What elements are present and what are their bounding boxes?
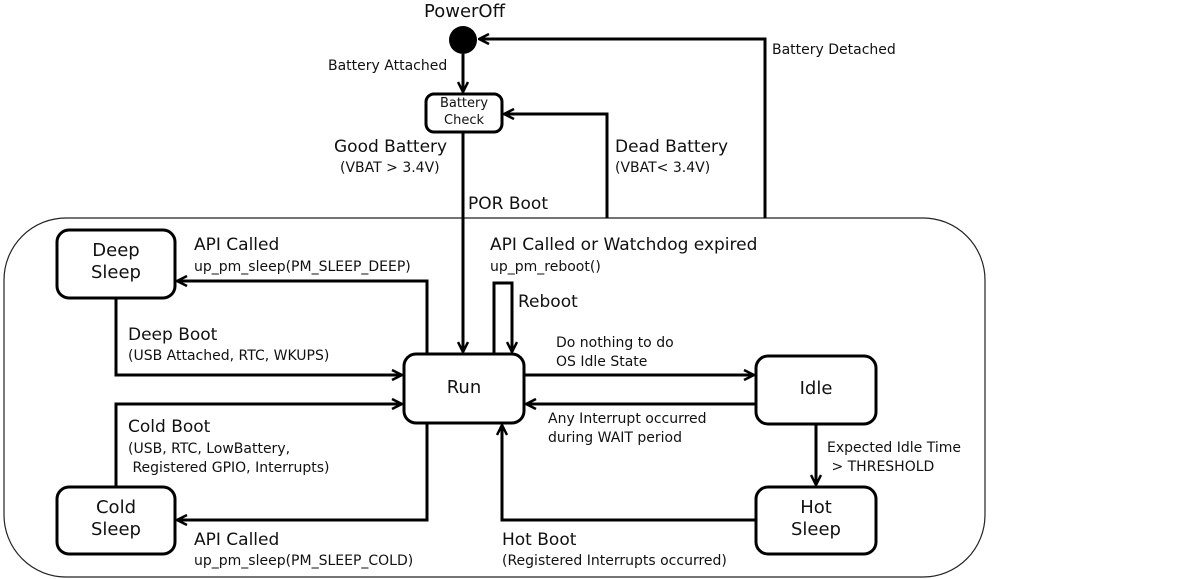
deep-boot-condition: (USB Attached, RTC, WKUPS) [128, 348, 330, 364]
deep-api-label: API Called [194, 235, 280, 255]
cold-api-call: up_pm_sleep(PM_SLEEP_COLD) [194, 553, 414, 569]
reboot-trigger-label: API Called or Watchdog expired [490, 235, 758, 255]
edge-deep-boot [114, 299, 402, 375]
deep-api-call: up_pm_sleep(PM_SLEEP_DEEP) [194, 259, 411, 275]
to-idle-label: Do nothing to do OS Idle State [556, 335, 674, 370]
good-battery-condition: (VBAT > 3.4V) [340, 160, 440, 176]
battery-detached-label: Battery Detached [772, 42, 896, 58]
good-battery-label: Good Battery [334, 137, 448, 157]
run-label: Run [446, 377, 482, 398]
dead-battery-condition: (VBAT< 3.4V) [615, 160, 711, 176]
powered-region [3, 217, 986, 578]
battery-attached-label: Battery Attached [328, 58, 448, 74]
hot-boot-label: Hot Boot [502, 530, 577, 550]
poweroff-node [449, 26, 477, 54]
poweroff-label: PowerOff [424, 1, 505, 22]
edge-deep-sleep-api [177, 281, 429, 354]
cold-boot-label: Cold Boot [128, 417, 211, 437]
idle-label: Idle [799, 378, 833, 399]
reboot-label: Reboot [518, 292, 578, 312]
edge-battery-detached [479, 39, 767, 218]
state-battery-check [424, 92, 504, 134]
cold-boot-condition: (USB, RTC, LowBattery, Registered GPIO, … [128, 441, 330, 476]
state-deep-sleep [55, 228, 177, 300]
hot-sleep-label: Hot Sleep [790, 497, 841, 540]
edge-reboot [492, 281, 512, 354]
edge-cold-sleep-api [177, 424, 429, 520]
cold-sleep-label: Cold Sleep [90, 497, 141, 540]
hot-boot-condition: (Registered Interrupts occurred) [502, 553, 727, 569]
battery-check-label: Battery Check [439, 96, 489, 128]
cold-api-label: API Called [194, 530, 280, 550]
deep-boot-label: Deep Boot [128, 325, 218, 345]
state-idle [754, 354, 878, 426]
from-idle-label: Any Interrupt occurred during WAIT perio… [548, 411, 707, 446]
dead-battery-label: Dead Battery [615, 137, 729, 157]
por-boot-label: POR Boot [468, 194, 548, 214]
deep-sleep-label: Deep Sleep [90, 240, 141, 283]
state-run [402, 352, 526, 425]
to-hot-sleep-label: Expected Idle Time > THRESHOLD [827, 440, 961, 475]
edge-hot-boot [502, 425, 756, 522]
reboot-call: up_pm_reboot() [490, 259, 601, 275]
edge-dead-battery [504, 114, 609, 218]
edge-cold-boot [114, 404, 402, 487]
